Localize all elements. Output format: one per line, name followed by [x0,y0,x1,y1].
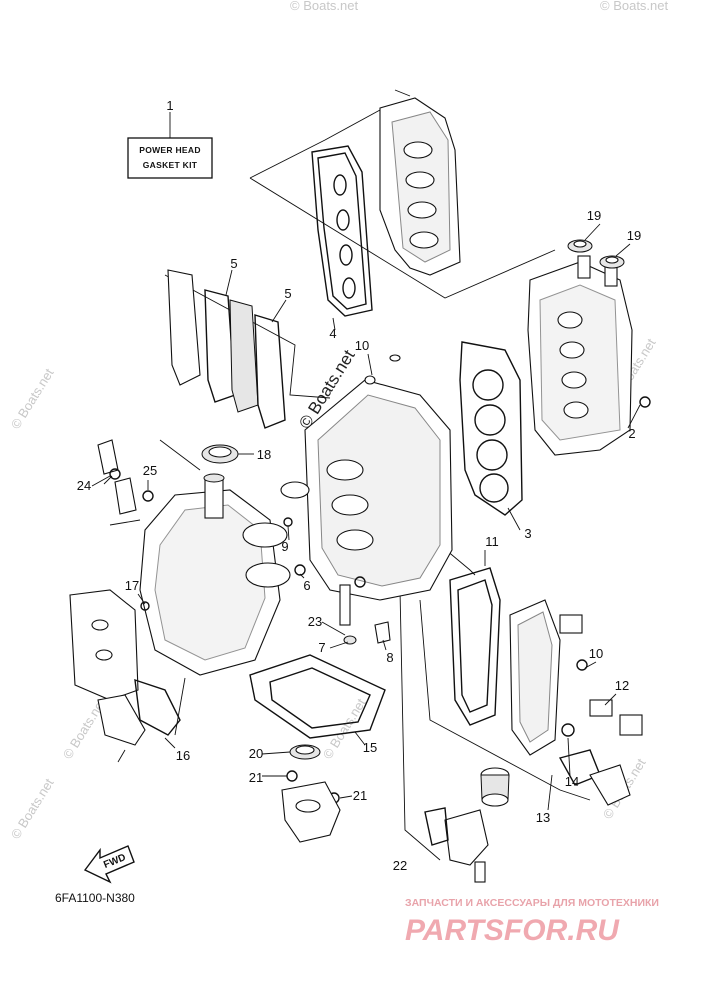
lower-cover-gasket [97,678,181,763]
callout-14: 14 [565,774,579,789]
cylinder-head-cover [379,89,461,276]
callout-19a: 19 [587,208,601,223]
callout-24: 24 [77,478,91,493]
thermostat-cover [547,723,631,811]
callout-numbers: 1 2 3 4 5 5 6 7 8 9 10 10 11 12 13 14 15… [77,98,641,873]
callout-8: 8 [386,650,393,665]
head-cover-gasket [311,145,373,331]
kit-label-line1: POWER HEAD [139,145,201,155]
kit-label-line2: GASKET KIT [143,160,198,170]
callout-10a: 10 [355,338,369,353]
forward-direction-arrow: FWD [83,845,135,884]
callout-13: 13 [536,810,550,825]
callout-10b: 10 [589,646,603,661]
callout-15: 15 [363,740,377,755]
hose-fittings [97,439,154,526]
callout-18: 18 [257,447,271,462]
left-cover-plate [69,589,139,701]
small-fasteners [140,396,651,645]
callout-12: 12 [615,678,629,693]
callout-17: 17 [125,578,139,593]
brand-logo: ЗАПЧАСТИ И АКСЕССУАРЫ ДЛЯ МОТОТЕХНИКИ PA… [405,897,659,947]
callout-20: 20 [249,746,263,761]
callout-5b: 5 [284,286,291,301]
watermark: © Boats.net [8,776,57,842]
callout-22: 22 [393,858,407,873]
callout-21a: 21 [249,770,263,785]
gasket-kit-label: POWER HEAD GASKET KIT [127,112,213,179]
intake-manifold-gasket [449,550,501,726]
callout-25: 25 [143,463,157,478]
oil-seal-housing [281,744,341,843]
callout-9: 9 [281,539,288,554]
callout-1: 1 [166,98,173,113]
oil-seals [567,239,625,269]
brand-tagline: ЗАПЧАСТИ И АКСЕССУАРЫ ДЛЯ МОТОТЕХНИКИ [405,897,659,909]
callout-11: 11 [485,534,499,549]
callout-2: 2 [628,426,635,441]
crankcase-assembly [139,473,310,676]
callout-21b: 21 [353,788,367,803]
callout-7: 7 [318,640,325,655]
cylinder-head [527,255,633,456]
cylinder-head-gasket [459,341,523,531]
watermark: © Boats.net [600,0,669,13]
callout-leaders [91,223,641,799]
exhaust-cover-gaskets [167,269,287,429]
callout-16: 16 [176,748,190,763]
watermark: © Boats.net [8,366,57,432]
intake-manifold [509,599,643,756]
callout-3: 3 [524,526,531,541]
watermark: © Boats.net [320,696,369,762]
crank-oil-seal [201,444,254,464]
watermark: © Boats.net [290,0,359,13]
brand-name: PARTSFOR.RU [405,914,620,947]
callout-19b: 19 [627,228,641,243]
diagram-code: 6FA1100-N380 [55,891,135,905]
cylinder-block [304,354,453,626]
callout-6: 6 [303,578,310,593]
oil-filter-assembly [424,767,510,883]
callout-5a: 5 [230,256,237,271]
callout-4: 4 [329,326,336,341]
base-gasket [249,654,386,746]
callout-23: 23 [308,614,322,629]
